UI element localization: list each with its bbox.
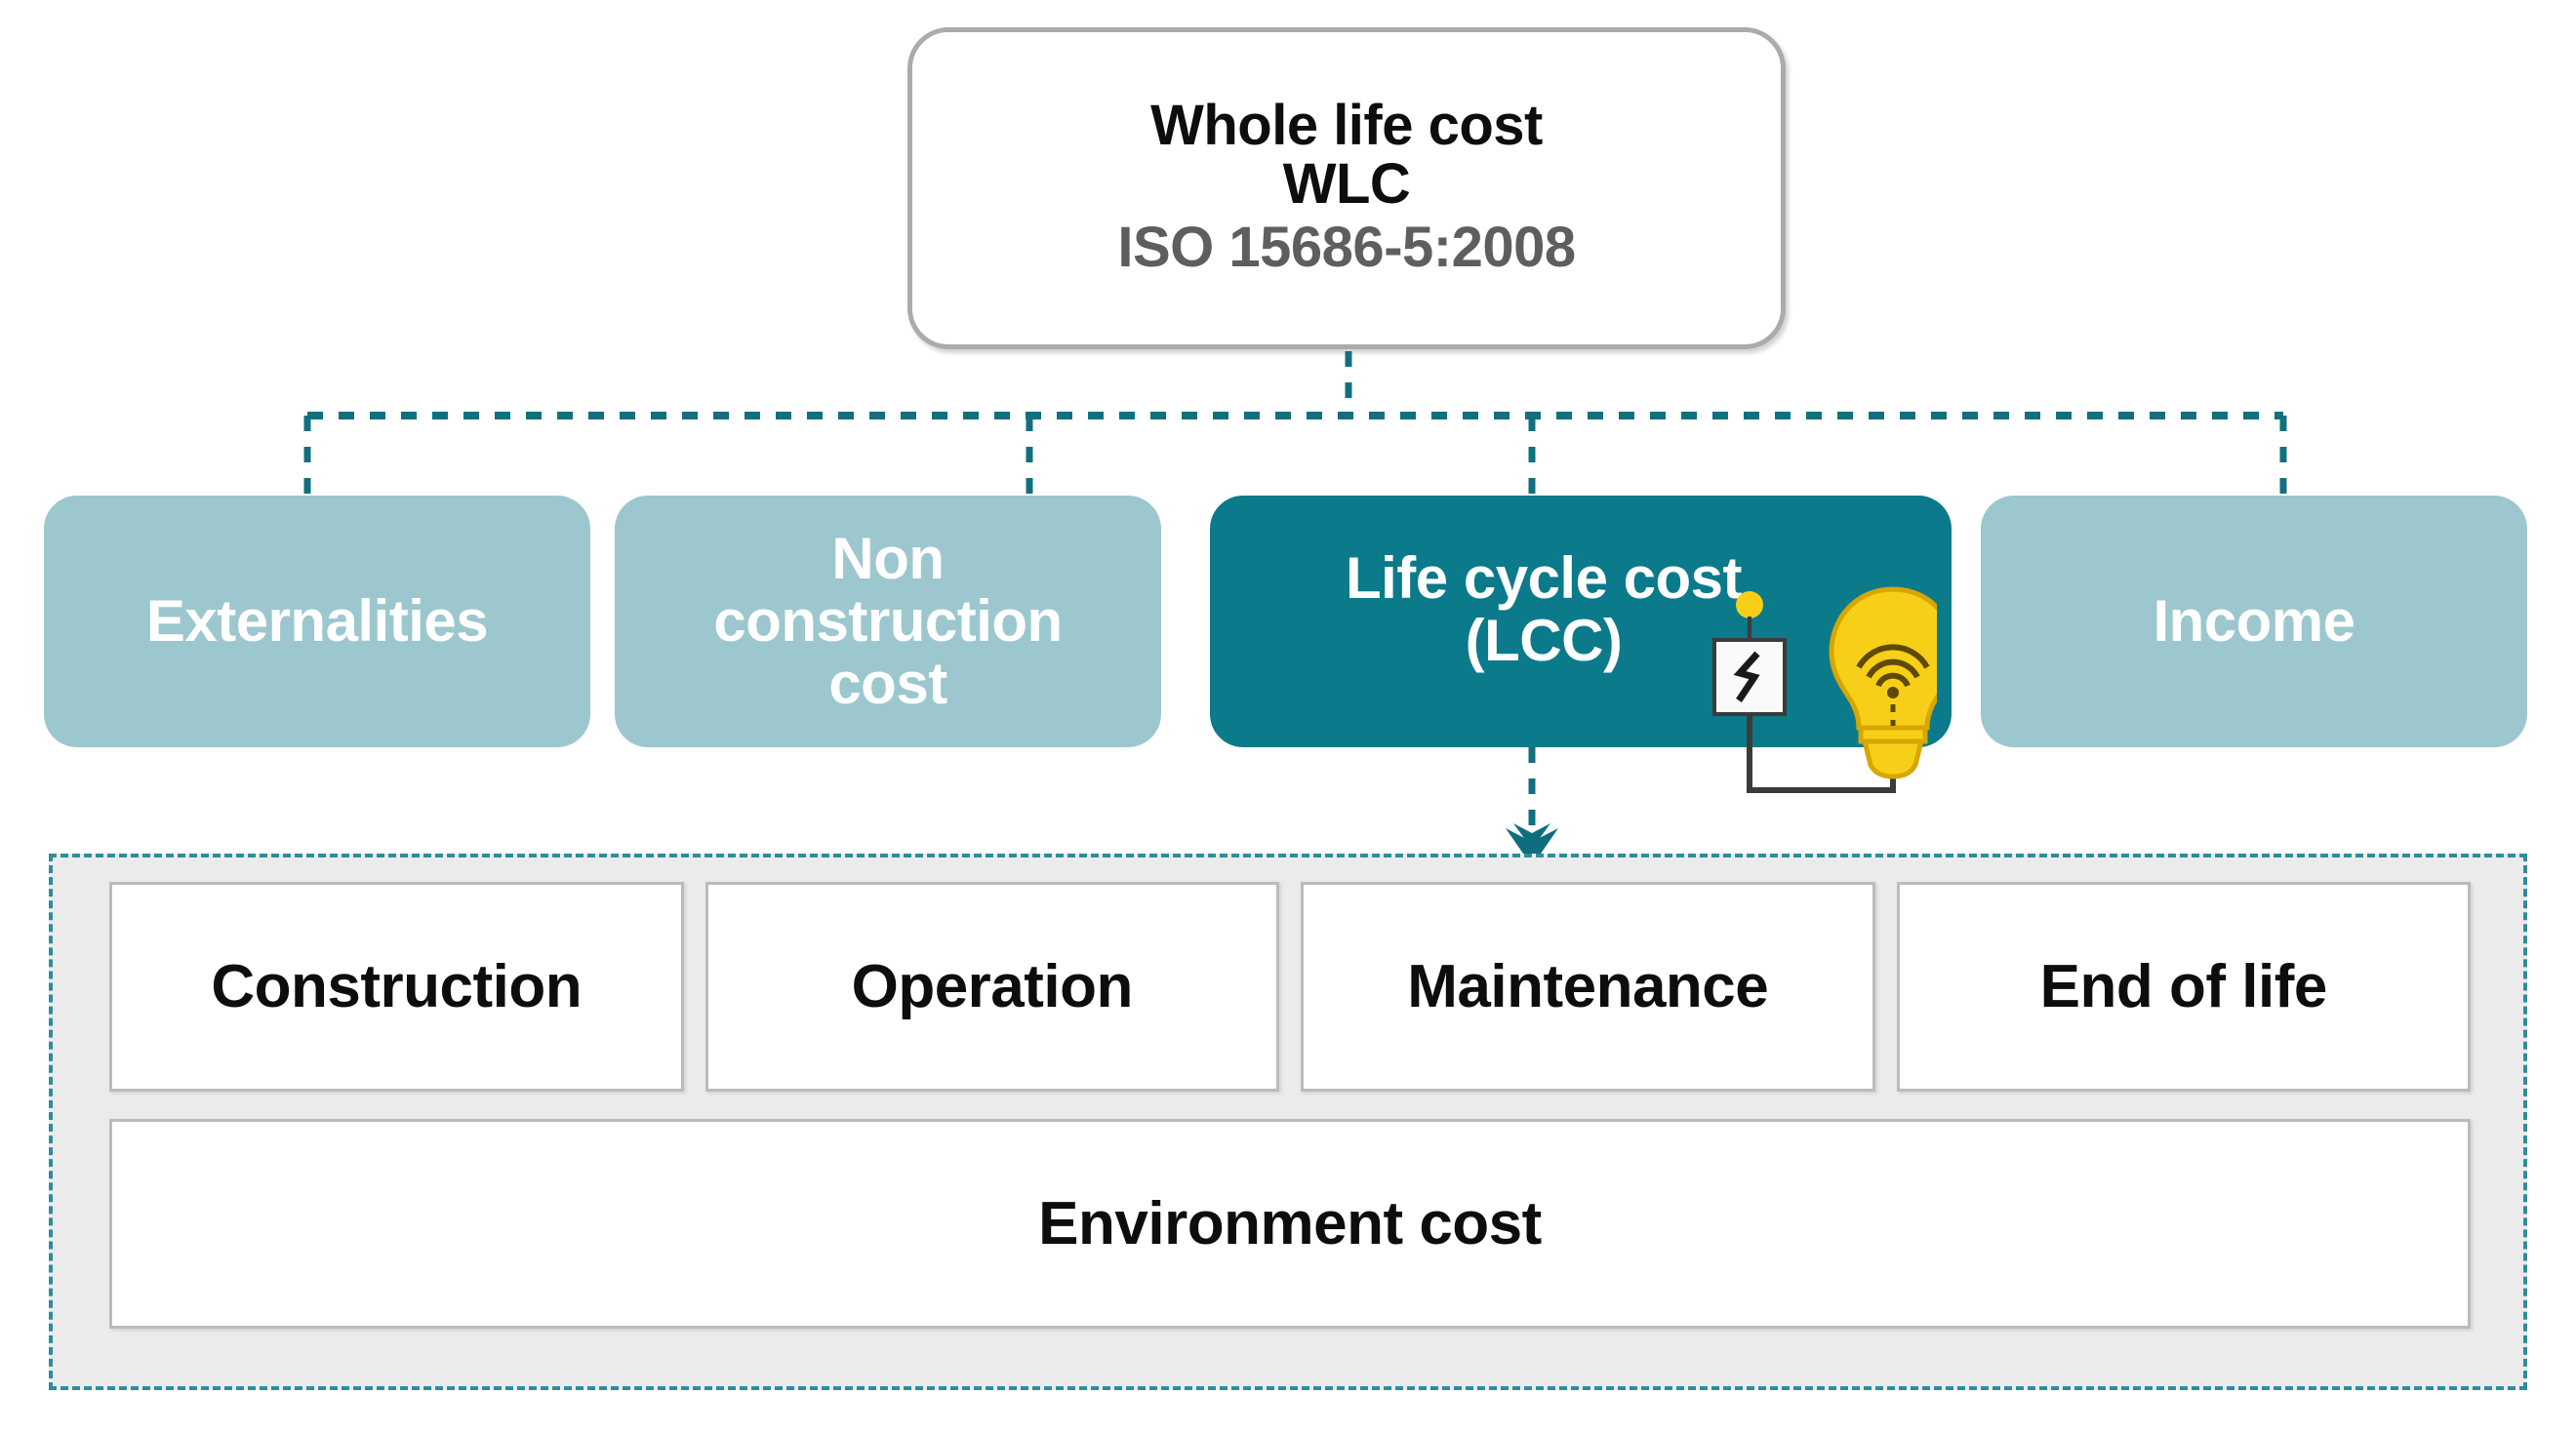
whole-life-cost-abbreviation: WLC [1282, 151, 1411, 216]
phase-label-maintenance: Maintenance [1407, 953, 1769, 1020]
light-bulb-icon [1829, 586, 1937, 779]
lcc-breakdown-panel: Construction Operation Maintenance End o… [49, 854, 2527, 1390]
category-label-life-cycle-cost: Life cycle cost (LCC) [1345, 544, 1743, 673]
phase-label-end-of-life: End of life [2039, 953, 2328, 1020]
category-box-non-construction-cost[interactable]: Non construction cost [615, 496, 1161, 747]
phase-box-end-of-life[interactable]: End of life [1896, 882, 2471, 1092]
whole-life-cost-standard: ISO 15686-5:2008 [1117, 216, 1576, 280]
phase-box-maintenance[interactable]: Maintenance [1301, 882, 1875, 1092]
category-label-externalities: Externalities [145, 587, 489, 654]
environment-cost-box[interactable]: Environment cost [109, 1119, 2471, 1329]
category-label-non-construction-cost: Non construction cost [713, 525, 1063, 717]
whole-life-cost-node: Whole life cost WLC ISO 15686-5:2008 [907, 27, 1786, 349]
lighting-icon-group [1712, 586, 1937, 793]
lcc-phase-row: Construction Operation Maintenance End o… [109, 882, 2471, 1092]
electrical-switch-icon [1712, 638, 1787, 716]
phase-label-operation: Operation [851, 953, 1134, 1020]
phase-label-construction: Construction [211, 953, 583, 1020]
category-box-life-cycle-cost[interactable]: Life cycle cost (LCC) [1210, 496, 1952, 747]
category-box-externalities[interactable]: Externalities [44, 496, 590, 747]
category-box-income[interactable]: Income [1981, 496, 2527, 747]
indicator-dot-icon [1736, 591, 1763, 618]
whole-life-cost-title: Whole life cost [1150, 93, 1543, 157]
environment-cost-label: Environment cost [1038, 1190, 1542, 1257]
phase-box-construction[interactable]: Construction [109, 882, 684, 1092]
phase-box-operation[interactable]: Operation [704, 882, 1279, 1092]
category-label-income: Income [2153, 587, 2355, 654]
